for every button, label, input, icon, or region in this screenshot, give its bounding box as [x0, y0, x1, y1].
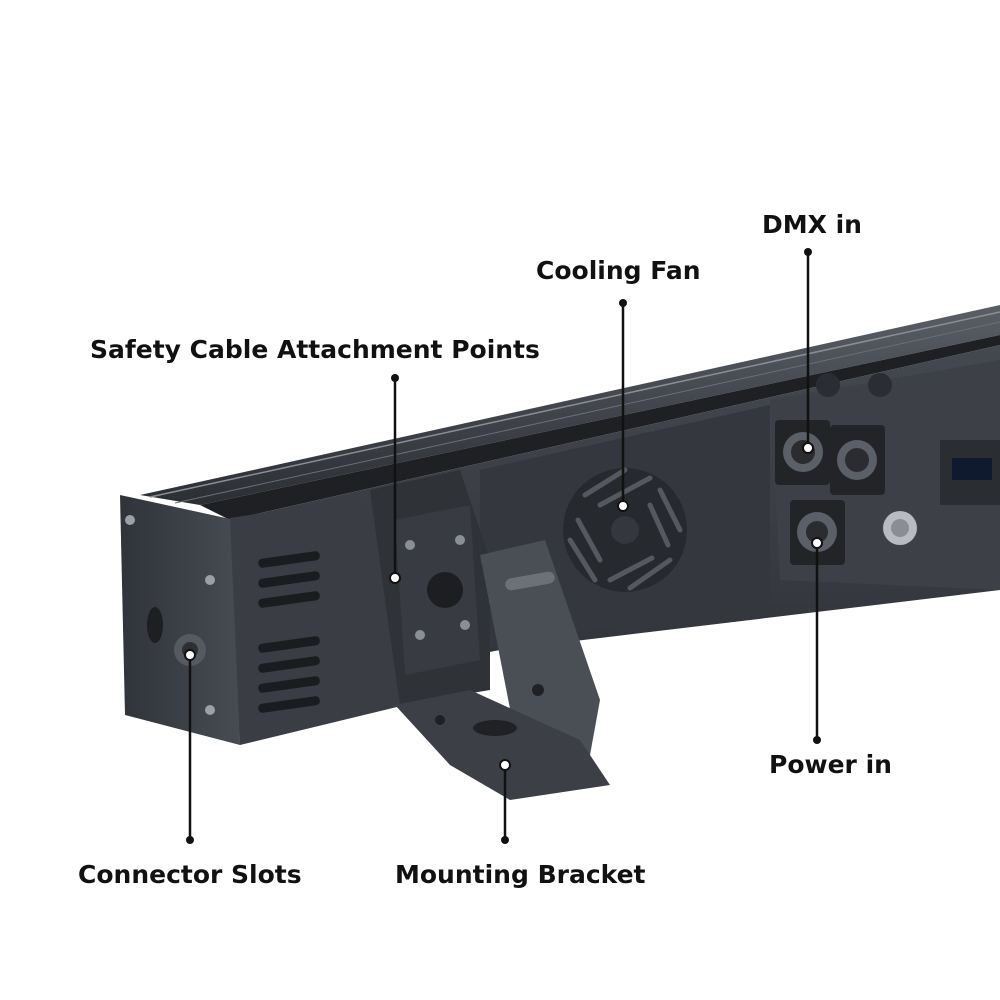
- cooling-fan-grille: [563, 467, 687, 592]
- power-in-label: Power in: [769, 750, 892, 779]
- connector-box: [770, 360, 1000, 590]
- mounting-bracket: [395, 540, 610, 800]
- bar-top-rail: [140, 305, 1000, 520]
- end-cap: [120, 492, 405, 745]
- cooling-fan-label: Cooling Fan: [536, 256, 701, 285]
- safety-clamp: [370, 470, 490, 705]
- connector-slots-label: Connector Slots: [78, 860, 302, 889]
- mounting-bracket-label: Mounting Bracket: [395, 860, 646, 889]
- leader-lines: [184, 248, 823, 844]
- dmx-in-label: DMX in: [762, 210, 862, 239]
- safety-cable-label: Safety Cable Attachment Points: [90, 335, 540, 364]
